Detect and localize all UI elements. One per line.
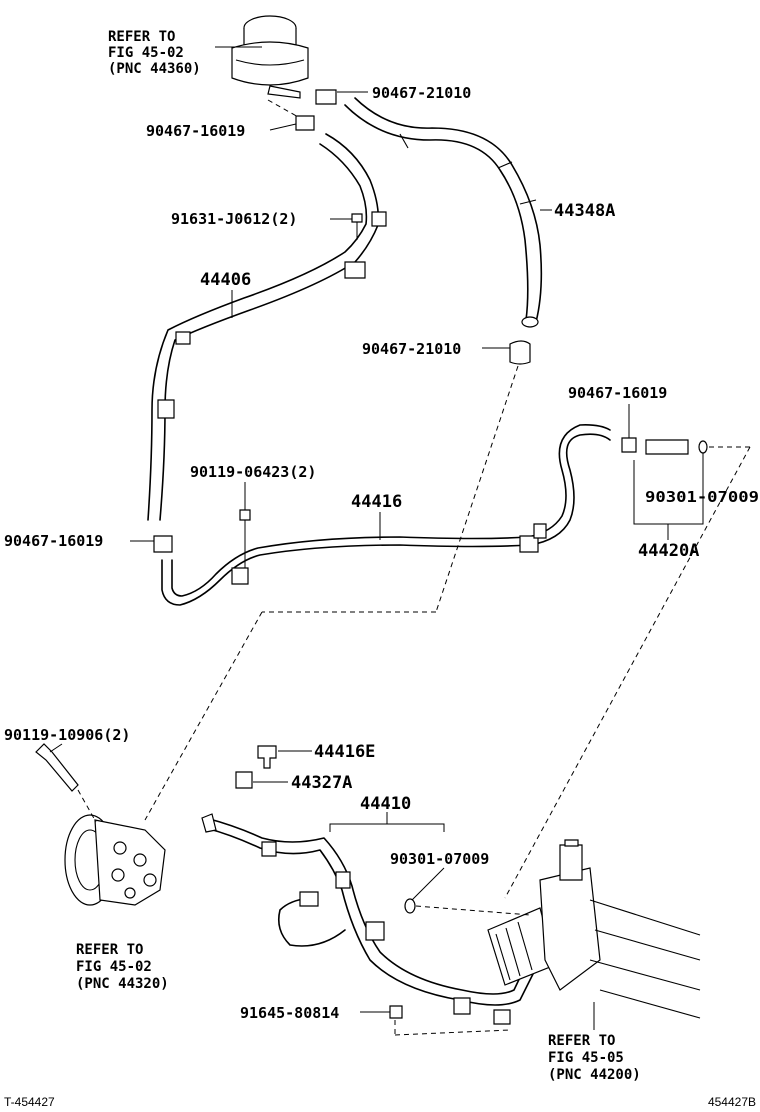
label-90467-16019-right: 90467-16019 (568, 384, 667, 402)
ref-pump-line3: (PNC 44320) (76, 976, 169, 992)
label-90301-07009-low: 90301-07009 (390, 850, 489, 868)
supply-hose-44406 (147, 133, 387, 521)
label-90119-06423: 90119-06423(2) (190, 463, 316, 481)
bolt-90119-06423 (239, 509, 251, 568)
label-90467-16019-top: 90467-16019 (146, 122, 245, 140)
bolt-91645 (389, 1005, 403, 1019)
gasket-44327A (235, 771, 253, 789)
label-91645-80814: 91645-80814 (240, 1004, 339, 1022)
label-44348A: 44348A (554, 201, 615, 221)
return-hose-44348A (344, 97, 543, 328)
label-90467-16019-left: 90467-16019 (4, 532, 103, 550)
label-90467-21010-mid: 90467-21010 (362, 340, 461, 358)
reservoir-tank (231, 15, 309, 119)
hose-clip-mid (509, 340, 531, 365)
label-90119-10906: 90119-10906(2) (4, 726, 130, 744)
oring-90301-low (404, 898, 416, 914)
label-44416E: 44416E (314, 742, 375, 762)
ref-gear-line1: REFER TO (548, 1033, 615, 1049)
power-steering-pump (64, 814, 166, 906)
ref-gear-line2: FIG 45-05 (548, 1050, 624, 1066)
label-90467-21010-top: 90467-21010 (372, 84, 471, 102)
ref-pump-line2: FIG 45-02 (76, 959, 152, 975)
ref-gear-line3: (PNC 44200) (548, 1067, 641, 1083)
pressure-hose-44410 (201, 813, 541, 1025)
steering-gear (487, 839, 701, 1019)
label-91631-J0612: 91631-J0612(2) (171, 210, 297, 228)
label-44416: 44416 (351, 492, 402, 512)
bolt-90119-10906 (35, 743, 79, 792)
union-bolt-44416E (257, 745, 277, 769)
label-44406: 44406 (200, 270, 251, 290)
ref-pump-line1: REFER TO (76, 942, 143, 958)
pump-reference: REFER TO FIG 45-02 (PNC 44320) (76, 942, 169, 992)
hose-clip-top (295, 89, 337, 131)
footer-left-code: T-454427 (4, 1095, 55, 1109)
label-44420A: 44420A (638, 541, 699, 561)
ref-reservoir-line3: (PNC 44360) (108, 61, 201, 77)
bolt-91631 (351, 213, 363, 240)
reservoir-reference: REFER TO FIG 45-02 (PNC 44360) (108, 29, 201, 77)
union-44420A (621, 437, 750, 455)
footer-right-code: 454427B (708, 1095, 756, 1109)
ref-reservoir-line1: REFER TO (108, 29, 175, 45)
gear-reference: REFER TO FIG 45-05 (PNC 44200) (548, 1033, 641, 1083)
pressure-pipe-44416 (153, 424, 611, 606)
label-44410: 44410 (360, 794, 411, 814)
dashed-routing (77, 365, 751, 1036)
label-90301-07009-right: 90301-07009 (645, 488, 759, 506)
label-44327A: 44327A (291, 773, 352, 793)
leader-lines (49, 46, 704, 1030)
ref-reservoir-line2: FIG 45-02 (108, 45, 184, 61)
